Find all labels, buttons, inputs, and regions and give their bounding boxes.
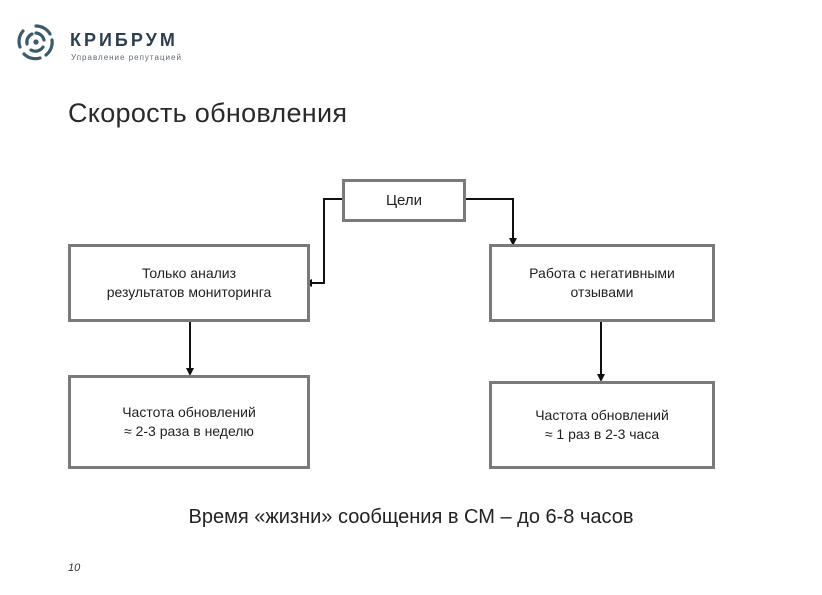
connector-root-to-left (304, 198, 342, 287)
connector-root-to-right (466, 198, 517, 246)
kribrum-logo-icon (17, 24, 54, 61)
left-result-line-1: Частота обновлений (122, 404, 256, 420)
logo: КРИБРУМ Управление репутацией (14, 18, 186, 68)
left-goal-line-1: Только анализ (141, 265, 237, 281)
right-goal-line-2: отзывами (570, 284, 634, 300)
root-goals-label: Цели (385, 192, 423, 209)
right-goal-line-1: Работа с негативными (529, 265, 675, 281)
left-result-line-2: ≈ 2-3 раза в неделю (124, 423, 254, 439)
root-goals-box: Цели (342, 179, 466, 222)
left-result-box: Частота обновлений ≈ 2-3 раза в неделю (68, 375, 310, 469)
left-goal-line-2: результатов мониторинга (106, 284, 272, 300)
slide-title: Скорость обновления (68, 98, 348, 128)
right-goal-box: Работа с негативными отзывами (489, 244, 715, 322)
logo-tagline: Управление репутацией (71, 53, 182, 62)
right-result-line-2: ≈ 1 раз в 2-3 часа (544, 426, 660, 442)
right-result-box: Частота обновлений ≈ 1 раз в 2-3 часа (489, 381, 715, 469)
page-number: 10 (68, 562, 81, 574)
logo-name: КРИБРУМ (70, 30, 178, 50)
left-goal-box: Только анализ результатов мониторинга (68, 244, 310, 322)
message-lifetime-note: Время «жизни» сообщения в СМ – до 6-8 ча… (188, 506, 634, 528)
right-result-line-1: Частота обновлений (535, 407, 669, 423)
